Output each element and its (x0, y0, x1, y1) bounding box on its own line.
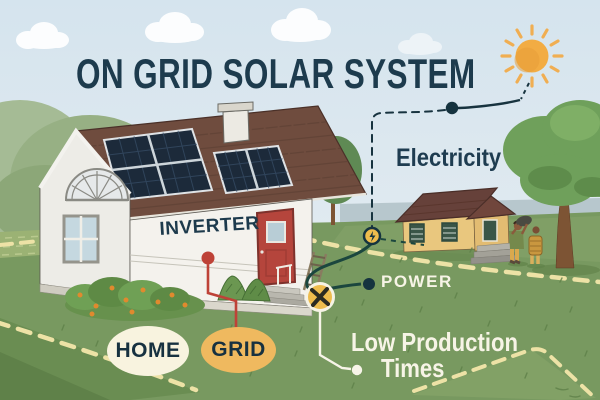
field-path-dashes (0, 235, 600, 400)
sun-dashed-line (520, 82, 530, 100)
berries (77, 285, 188, 317)
home-label: HOME (115, 339, 181, 362)
solar-house (38, 101, 367, 317)
grass-road (412, 350, 596, 400)
grid-label: GRID (211, 338, 266, 361)
bushes-left (65, 277, 205, 321)
solar-panel-array (212, 144, 294, 195)
door-steps (259, 264, 309, 307)
page-title: ON GRID SOLAR SYSTEM (76, 50, 476, 97)
outage-node-icon (305, 282, 335, 312)
home-badge: HOME (107, 326, 189, 376)
inverter-to-grid-line (206, 264, 238, 331)
node-to-house-dashed (380, 238, 425, 246)
solar-panel-array (102, 127, 214, 202)
power-node-dot (363, 278, 375, 290)
chimney (217, 101, 254, 144)
low-production-dot (351, 364, 363, 376)
bolt-node-icon (362, 226, 382, 246)
inverter-marker-dot (201, 251, 215, 265)
person-figure (508, 215, 532, 267)
grid-badge: GRID (201, 327, 276, 373)
cloud-icon (398, 33, 442, 55)
fanlight-window (64, 168, 130, 202)
low-production-label: Low Production (351, 327, 518, 357)
low-production-connector (318, 311, 352, 371)
power-label: POWER (381, 272, 453, 291)
sun-solid-line (455, 98, 521, 110)
tree-icon (503, 100, 600, 276)
sun-icon (500, 24, 564, 88)
electricity-node-dot (445, 101, 459, 115)
bushes-right (217, 275, 271, 302)
low-production-times-label: Times (381, 353, 445, 383)
person-figure (527, 226, 545, 269)
grass-darker-corner (0, 352, 110, 400)
cloud-icon (16, 8, 331, 49)
electricity-dashed-line (371, 109, 446, 228)
side-window (62, 214, 100, 264)
electricity-label: Electricity (396, 144, 502, 172)
